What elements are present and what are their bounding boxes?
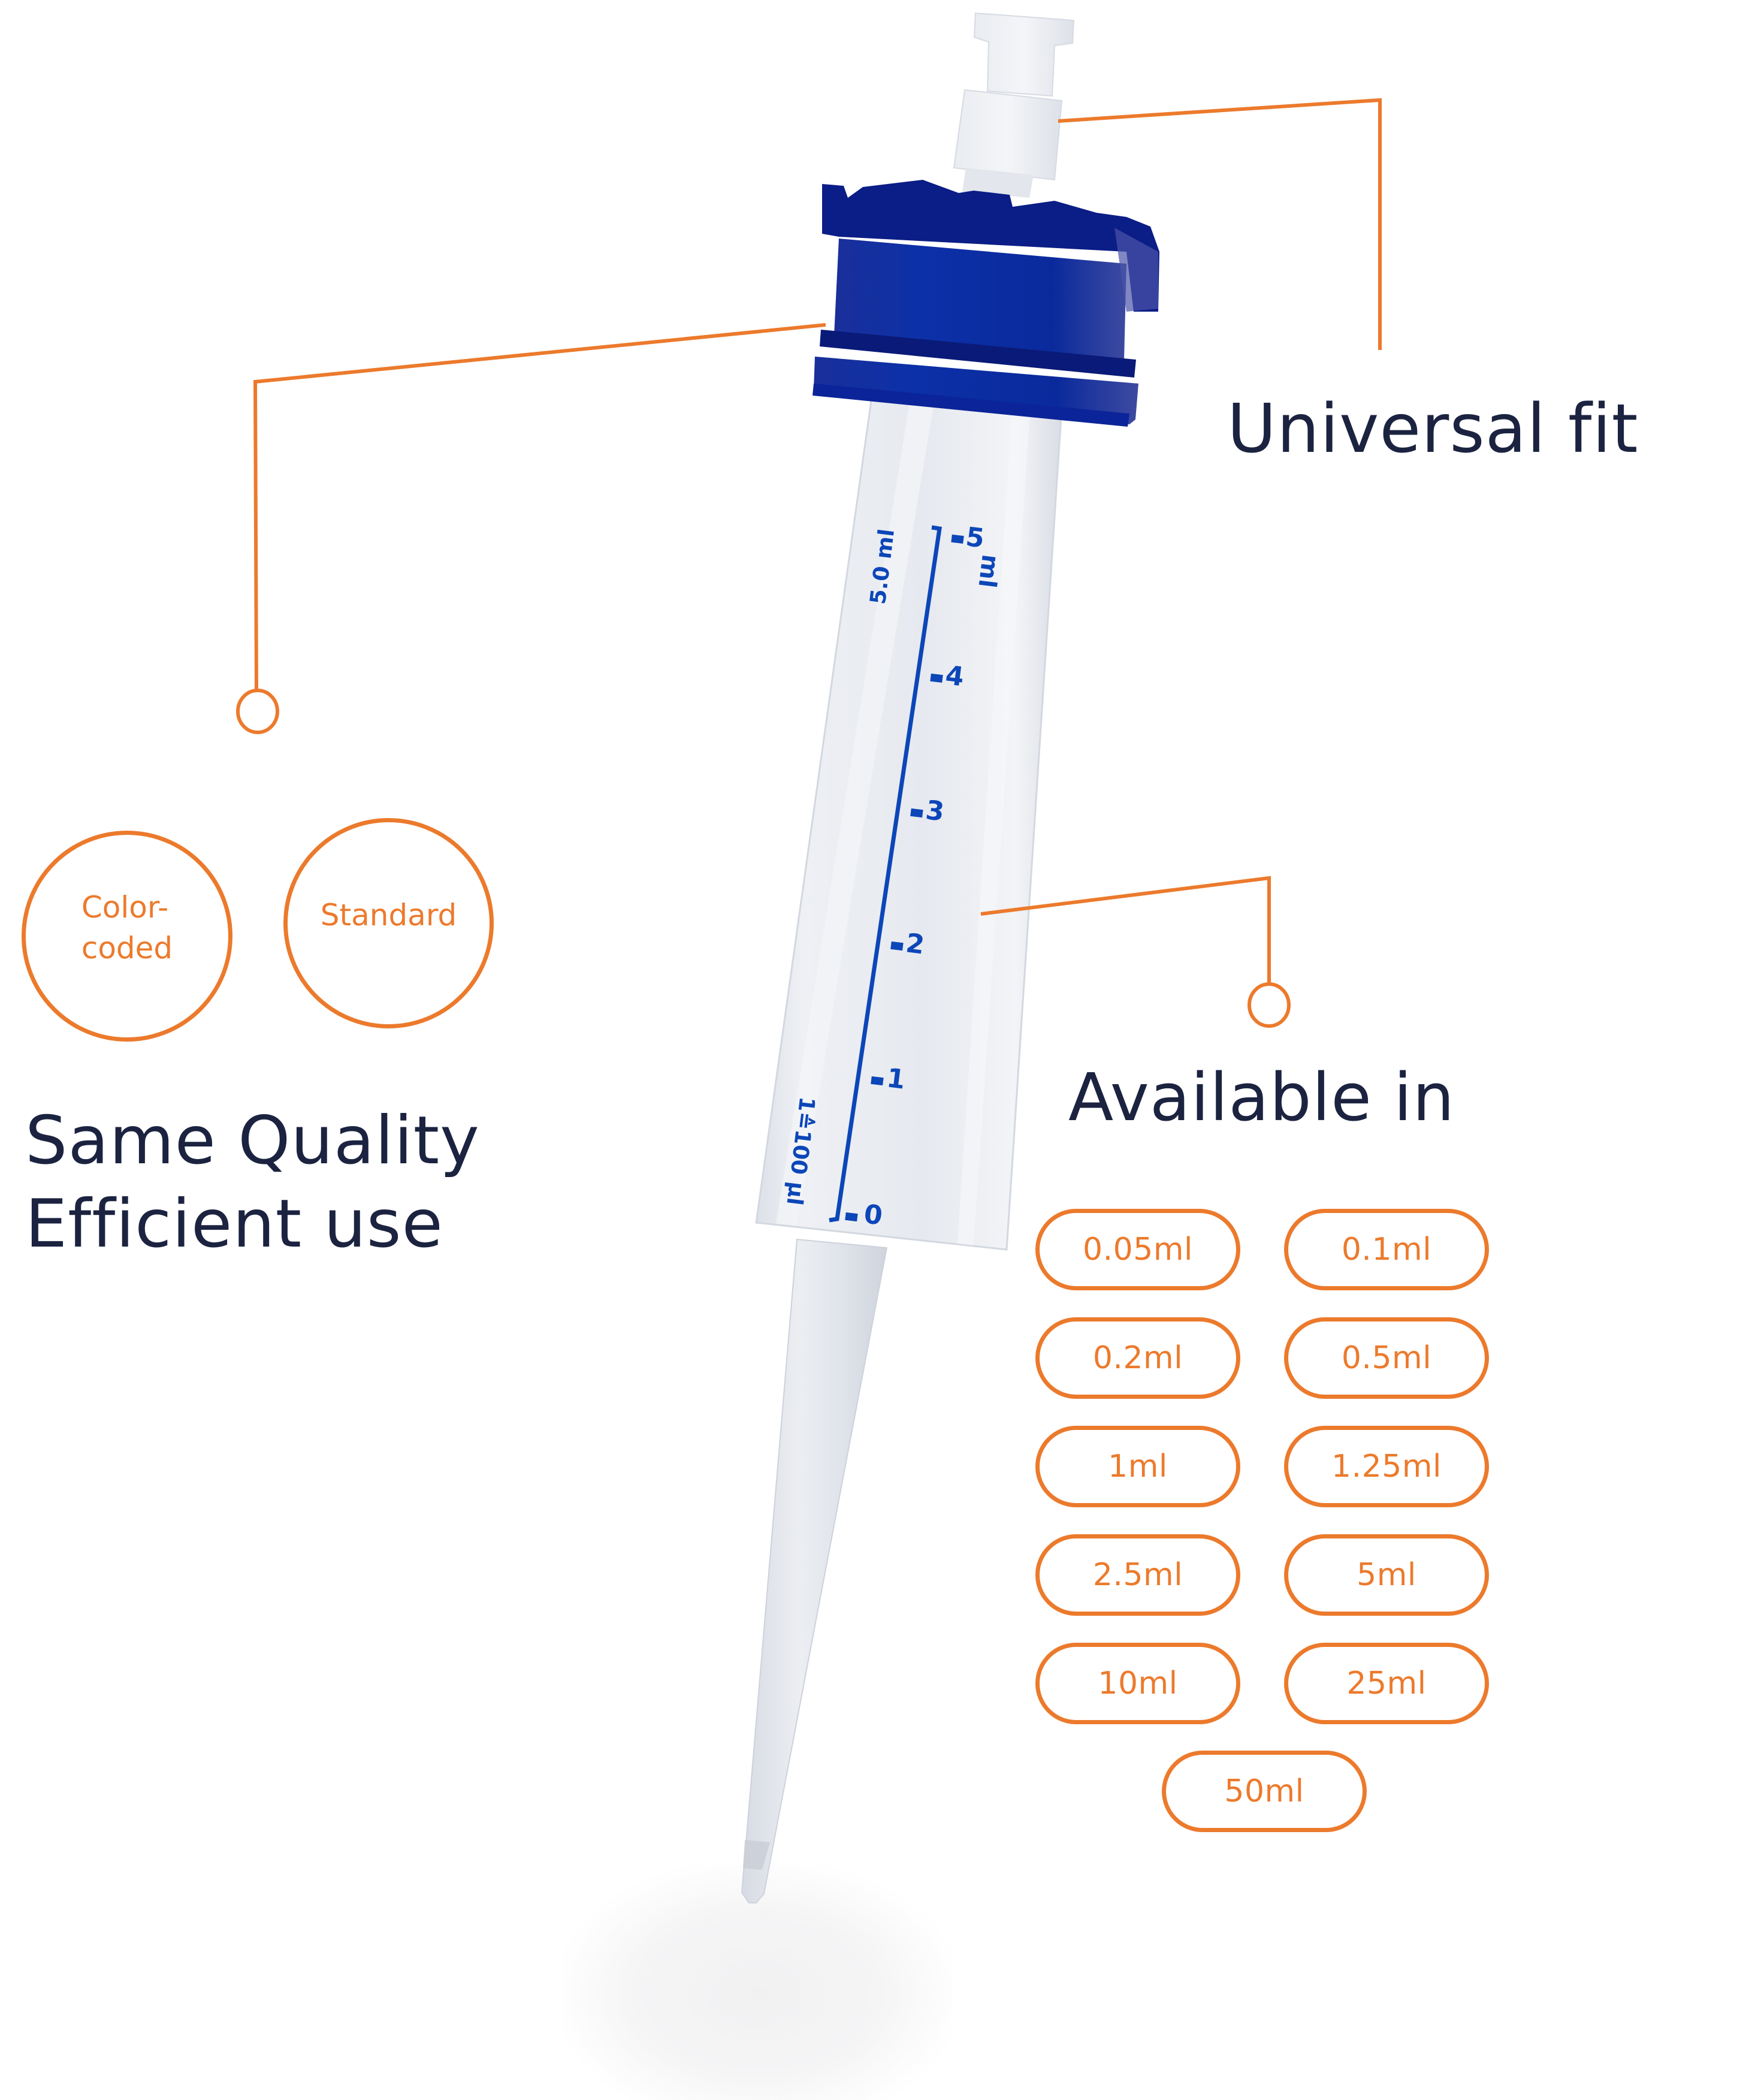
size-pill-5ml[interactable]: 5ml xyxy=(1284,1534,1489,1616)
available-in-heading: Available in xyxy=(1068,1059,1455,1136)
scale-label-5: 5 xyxy=(964,521,986,554)
size-pill-1ml[interactable]: 1ml xyxy=(1035,1426,1240,1507)
plunger xyxy=(953,12,1075,198)
connector-universal-fit xyxy=(1058,98,1382,350)
connector-endpoint-icon xyxy=(236,689,279,734)
floor-shadow xyxy=(563,1864,953,2100)
badge-color-coded-line1: Color- xyxy=(81,890,169,925)
size-pill-25ml[interactable]: 25ml xyxy=(1284,1643,1489,1724)
size-pill-10ml[interactable]: 10ml xyxy=(1035,1643,1240,1724)
scale-unit-label: ml xyxy=(972,553,1004,590)
features-heading-line1: Same Quality xyxy=(25,1102,480,1179)
badge-standard-label: Standard xyxy=(320,897,457,933)
features-heading-line2: Efficient use xyxy=(25,1185,443,1263)
size-pill-0-2ml[interactable]: 0.2ml xyxy=(1035,1317,1240,1399)
scale-label-4: 4 xyxy=(944,660,966,693)
connector-features xyxy=(236,323,826,734)
features-heading: Same Quality Efficient use xyxy=(25,1099,480,1266)
volume-scale xyxy=(829,525,964,1223)
badge-standard: Standard xyxy=(283,818,494,1028)
connector-endpoint-icon xyxy=(1247,982,1291,1028)
scale-label-0: 0 xyxy=(862,1199,884,1232)
size-pill-1-25ml[interactable]: 1.25ml xyxy=(1284,1426,1489,1507)
size-pill-0-1ml[interactable]: 0.1ml xyxy=(1284,1209,1489,1290)
connector-available xyxy=(980,876,1291,1028)
tip xyxy=(741,1238,888,1903)
scale-label-2: 2 xyxy=(904,928,926,961)
scale-label-3: 3 xyxy=(924,795,946,828)
scale-label-1: 1 xyxy=(885,1063,907,1096)
size-pill-50ml[interactable]: 50ml xyxy=(1162,1751,1367,1832)
badge-color-coded-line2: coded xyxy=(81,931,173,965)
universal-fit-heading: Universal fit xyxy=(1227,390,1639,468)
size-pill-0-5ml[interactable]: 0.5ml xyxy=(1284,1317,1489,1399)
size-pill-0-05ml[interactable]: 0.05ml xyxy=(1035,1209,1240,1290)
blue-cap xyxy=(812,180,1159,427)
badge-color-coded: Color- coded xyxy=(22,831,232,1042)
size-pill-2-5ml[interactable]: 2.5ml xyxy=(1035,1534,1240,1616)
barrel xyxy=(755,382,1063,1251)
